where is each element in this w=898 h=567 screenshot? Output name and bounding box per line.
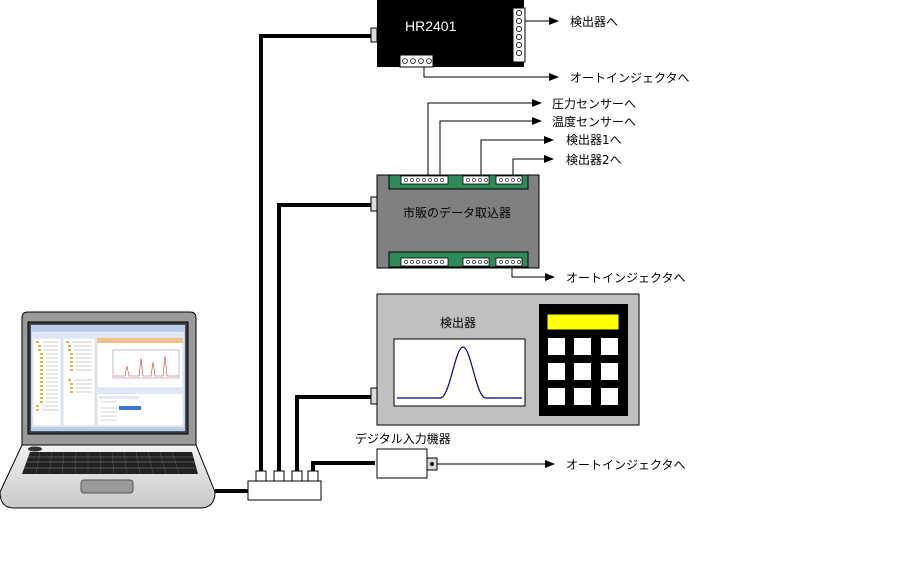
laptop-keyboard [22,451,198,475]
digital-out-label: オートインジェクタへ [566,458,686,472]
laptop-icon [0,311,216,509]
daq-input-temperature-label: 温度センサーへ [552,114,636,129]
daq-input-detector2-label: 検出器2へ [566,153,622,167]
daq-input-detector1-label: 検出器1へ [566,133,622,147]
hr2401-device: HR2401 検出器へ オートインジェクタへ [370,0,690,85]
hr2401-terminal-bottom [399,54,434,68]
detector-keys [548,338,618,405]
daq-input-pressure-label: 圧力センサーへ [552,97,636,111]
detector-peak-line [397,346,522,399]
hr2401-signal-bottom [423,67,559,81]
detector-port-left [370,387,378,405]
daq-signal-detector1 [480,136,554,176]
daq-label: 市販のデータ取込器 [403,205,511,220]
daq-signal-detector2 [512,155,554,176]
daq-out-bottom-label: オートインジェクタへ [566,271,686,285]
digital-input-device: デジタル入力機器 オートインジェクタへ [355,431,686,479]
cable-digital [311,461,375,471]
daq-signal-temperature [439,117,542,176]
daq-device: 市販のデータ取込器 圧力センサーへ 温度センサーへ 検出器1へ 検出器2へ オー… [370,97,686,285]
hr2401-label: HR2401 [405,18,457,34]
hr2401-out-bottom-label: オートインジェクタへ [570,71,690,85]
daq-signal-bottom [511,266,555,281]
hr2401-out-top-label: 検出器へ [570,15,618,29]
detector-device: 検出器 [370,293,640,426]
daq-port-left [370,196,378,212]
usb-hub-icon [247,470,322,501]
cable-detector [295,395,375,471]
cable-daq [277,203,375,471]
hr2401-port-left [370,27,378,43]
digital-input-label: デジタル入力機器 [355,431,451,446]
detector-chromatogram-screen [393,338,526,407]
detector-label: 検出器 [440,316,476,330]
daq-signal-pressure [427,99,542,176]
hr2401-terminal-screws [516,9,523,57]
cables [215,34,375,493]
digital-input-body [376,448,428,479]
detector-display [546,313,620,331]
laptop-touchpad [80,479,134,494]
cable-hr2401 [259,34,375,471]
